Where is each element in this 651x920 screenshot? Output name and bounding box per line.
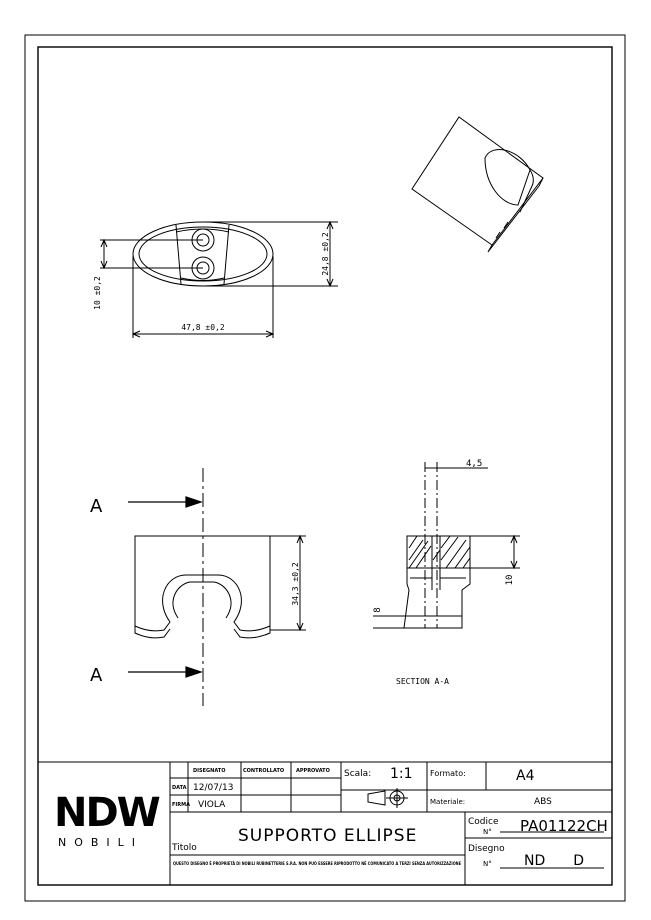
section-marker-top: A bbox=[90, 496, 103, 517]
outer-border bbox=[24, 34, 626, 902]
dim-section-left-label: 8 bbox=[373, 607, 383, 612]
codice-label: Codice bbox=[468, 817, 499, 827]
isometric-view bbox=[411, 116, 544, 253]
materiale-value: ABS bbox=[534, 797, 552, 807]
disegno-label: Disegno bbox=[468, 844, 505, 854]
formato-value: A4 bbox=[516, 768, 535, 784]
dim-holes-label: 10 ±0,2 bbox=[93, 276, 102, 310]
section-marker-bottom: A bbox=[90, 665, 103, 686]
titolo-label: Titolo bbox=[171, 843, 197, 853]
legal-note: QUESTO DISEGNO È PROPRIETÀ DI NOBILI RUB… bbox=[173, 861, 461, 866]
materiale-label: Materiale: bbox=[430, 798, 465, 806]
codice-value: PA01122CH bbox=[520, 817, 608, 835]
company-logo-sub: NOBILI bbox=[58, 836, 143, 849]
dim-height-label: 24,8 ±0,2 bbox=[321, 232, 330, 276]
dim-width-label: 47,8 ±0,2 bbox=[181, 323, 225, 332]
formato-label: Formato: bbox=[430, 769, 466, 778]
codice-number-label: N° bbox=[483, 828, 492, 836]
data-value: 12/07/13 bbox=[193, 783, 233, 793]
scala-label: Scala: bbox=[344, 769, 371, 779]
header-disegnato: DISEGNATO bbox=[193, 768, 225, 774]
section-arrows bbox=[128, 496, 203, 678]
label-data: DATA bbox=[172, 785, 187, 791]
titolo-value: SUPPORTO ELLIPSE bbox=[238, 826, 417, 846]
disegno-number-label: N° bbox=[483, 860, 492, 868]
dim-section-top-label: 4,5 bbox=[466, 459, 482, 469]
section-hatch bbox=[408, 535, 471, 569]
disegno-value: ND____D bbox=[524, 853, 584, 869]
scala-value: 1:1 bbox=[390, 766, 413, 782]
inner-border bbox=[37, 46, 613, 886]
section-view bbox=[373, 462, 520, 629]
top-view bbox=[100, 220, 338, 338]
front-view bbox=[134, 468, 306, 706]
firma-value: VIOLA bbox=[198, 800, 226, 810]
header-controllato: CONTROLLATO bbox=[243, 768, 284, 774]
dim-side-height-label: 34,3 ±0,2 bbox=[291, 562, 300, 606]
title-block-grid bbox=[38, 761, 612, 885]
header-approvato: APPROVATO bbox=[296, 768, 330, 774]
label-firma: FIRMA bbox=[172, 802, 190, 808]
dim-section-right-label: 10 bbox=[505, 575, 515, 586]
section-label: SECTION A-A bbox=[396, 677, 449, 686]
company-logo: NDW bbox=[54, 790, 160, 836]
